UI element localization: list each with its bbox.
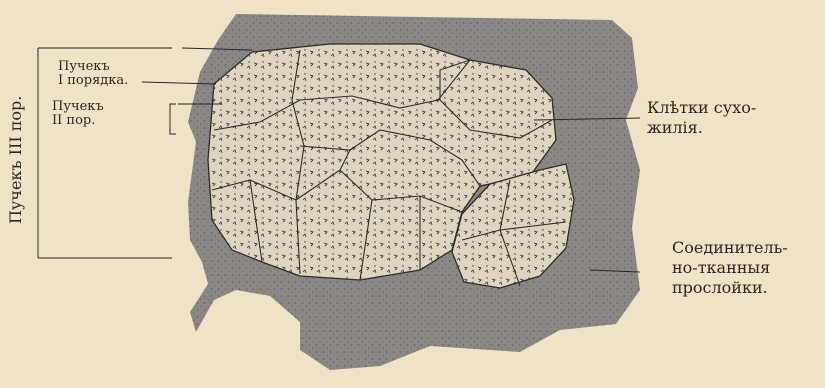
label-tendon-cells-line1: Клѣтки сухо- (647, 98, 756, 118)
label-bundle-second-order: Пучекъ II пор. (52, 100, 104, 128)
label-connective-layers-line1: Соединитель- (672, 238, 788, 258)
label-tendon-cells: Клѣтки сухо- жилія. (647, 98, 756, 138)
bracket-second-order (170, 104, 176, 134)
label-bundle-first-order: Пучекъ I порядка. (58, 60, 128, 88)
label-bundle-first-line2: I порядка. (58, 74, 128, 88)
label-connective-layers-line3: прослойки. (672, 278, 788, 298)
label-bundle-third-order: Пучекъ III пор. (6, 62, 24, 258)
label-connective-layers-line2: но-тканныя (672, 258, 788, 278)
label-bundle-second-line2: II пор. (52, 114, 104, 128)
label-connective-layers: Соединитель- но-тканныя прослойки. (672, 238, 788, 298)
label-tendon-cells-line2: жилія. (647, 118, 756, 138)
label-bundle-second-line1: Пучекъ (52, 100, 104, 114)
label-bundle-first-line1: Пучекъ (58, 60, 128, 74)
